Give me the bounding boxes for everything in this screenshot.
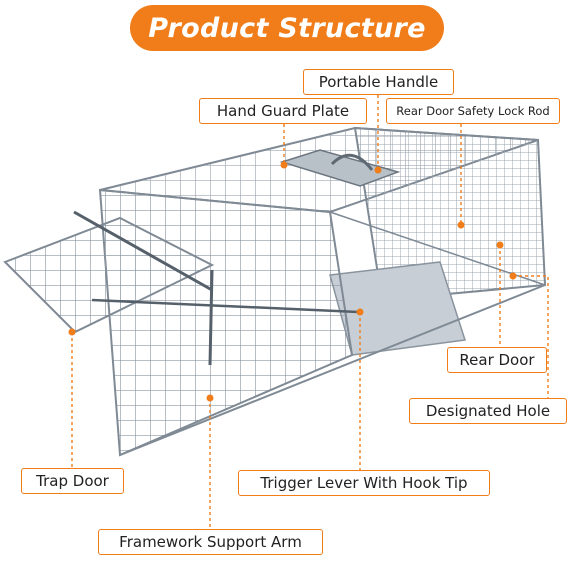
dot-portable-handle <box>375 167 382 174</box>
dot-trap-door <box>69 329 76 336</box>
dot-rear-door-lock-rod <box>458 222 465 229</box>
label-rear-door: Rear Door <box>447 347 547 373</box>
label-trigger-lever-with-hook-tip: Trigger Lever With Hook Tip <box>238 470 490 496</box>
dot-trigger-lever <box>357 309 364 316</box>
dot-hand-guard-plate <box>281 162 288 169</box>
dot-framework-support-arm <box>207 395 214 402</box>
dot-rear-door <box>497 242 504 249</box>
label-trap-door: Trap Door <box>21 468 124 494</box>
label-hand-guard-plate: Hand Guard Plate <box>199 98 367 124</box>
label-portable-handle: Portable Handle <box>303 69 454 95</box>
support-arm-post <box>210 270 212 365</box>
label-framework-support-arm: Framework Support Arm <box>98 529 323 555</box>
label-rear-door-safety-lock-rod: Rear Door Safety Lock Rod <box>386 98 560 124</box>
dot-designated-hole <box>510 273 517 280</box>
leader-designated-hole <box>513 276 548 398</box>
label-designated-hole: Designated Hole <box>409 398 567 424</box>
page-title: Product Structure <box>130 5 444 51</box>
